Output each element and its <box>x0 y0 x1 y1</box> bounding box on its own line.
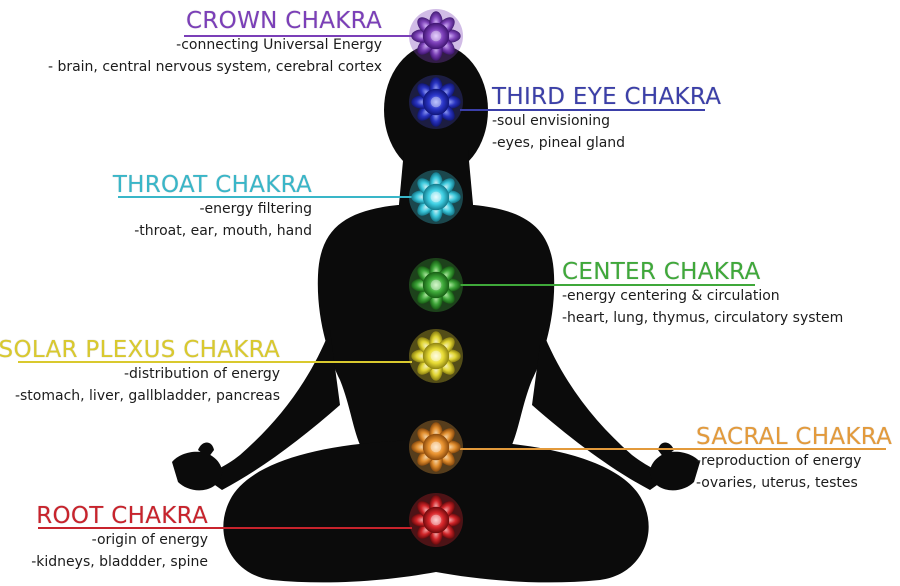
sacral-chakra-title: SACRAL CHAKRA <box>696 424 893 450</box>
crown-lotus-icon <box>409 9 463 63</box>
root-chakra-desc-2: -kidneys, bladdder, spine <box>31 554 208 570</box>
sacral-chakra-desc-1: -reproduction of energy <box>696 453 862 469</box>
sacral-chakra-label: SACRAL CHAKRA -reproduction of energy -o… <box>696 424 892 494</box>
crown-chakra-desc-2: - brain, central nervous system, cerebra… <box>47 59 382 75</box>
throat-lotus-icon <box>409 170 463 224</box>
solar-plexus-chakra-title: SOLAR PLEXUS CHAKRA <box>0 337 280 363</box>
center-chakra-desc-2: -heart, lung, thymus, circulatory system <box>562 310 844 326</box>
center-chakra-desc-1: -energy centering & circulation <box>562 288 780 304</box>
third-eye-chakra-title: THIRD EYE CHAKRA <box>492 84 722 110</box>
sacral-chakra-desc-2: -ovaries, uterus, testes <box>696 475 858 491</box>
lotus-layer <box>409 9 463 547</box>
connector-lines <box>18 35 886 529</box>
solar-plexus-chakra-desc-2: -stomach, liver, gallbladder, pancreas <box>14 388 280 404</box>
third-eye-chakra-label: THIRD EYE CHAKRA -soul envisioning -eyes… <box>492 84 721 154</box>
center-chakra-title: CENTER CHAKRA <box>562 259 761 285</box>
center-lotus-icon <box>409 258 463 312</box>
crown-chakra-desc-1: -connecting Universal Energy <box>176 37 382 53</box>
throat-chakra-label: THROAT CHAKRA -energy filtering -throat,… <box>113 172 312 242</box>
sacral-lotus-icon <box>409 420 463 474</box>
root-chakra-label: ROOT CHAKRA -origin of energy -kidneys, … <box>31 503 208 573</box>
solar-plexus-chakra-desc-1: -distribution of energy <box>123 366 280 382</box>
center-chakra-label: CENTER CHAKRA -energy centering & circul… <box>562 259 843 329</box>
root-chakra-title: ROOT CHAKRA <box>36 503 208 529</box>
root-chakra-desc-1: -origin of energy <box>91 532 208 548</box>
throat-chakra-desc-1: -energy filtering <box>199 201 313 217</box>
solar-plexus-chakra-label: SOLAR PLEXUS CHAKRA -distribution of ene… <box>0 337 280 407</box>
crown-chakra-title: CROWN CHAKRA <box>186 8 382 34</box>
third-eye-chakra-desc-2: -eyes, pineal gland <box>492 135 626 151</box>
throat-chakra-desc-2: -throat, ear, mouth, hand <box>134 223 312 239</box>
root-lotus-icon <box>409 493 463 547</box>
throat-chakra-title: THROAT CHAKRA <box>112 172 312 198</box>
solar-plexus-lotus-icon <box>409 329 463 383</box>
crown-chakra-label: CROWN CHAKRA -connecting Universal Energ… <box>48 8 382 78</box>
third-eye-lotus-icon <box>409 75 463 129</box>
third-eye-chakra-desc-1: -soul envisioning <box>492 113 611 129</box>
